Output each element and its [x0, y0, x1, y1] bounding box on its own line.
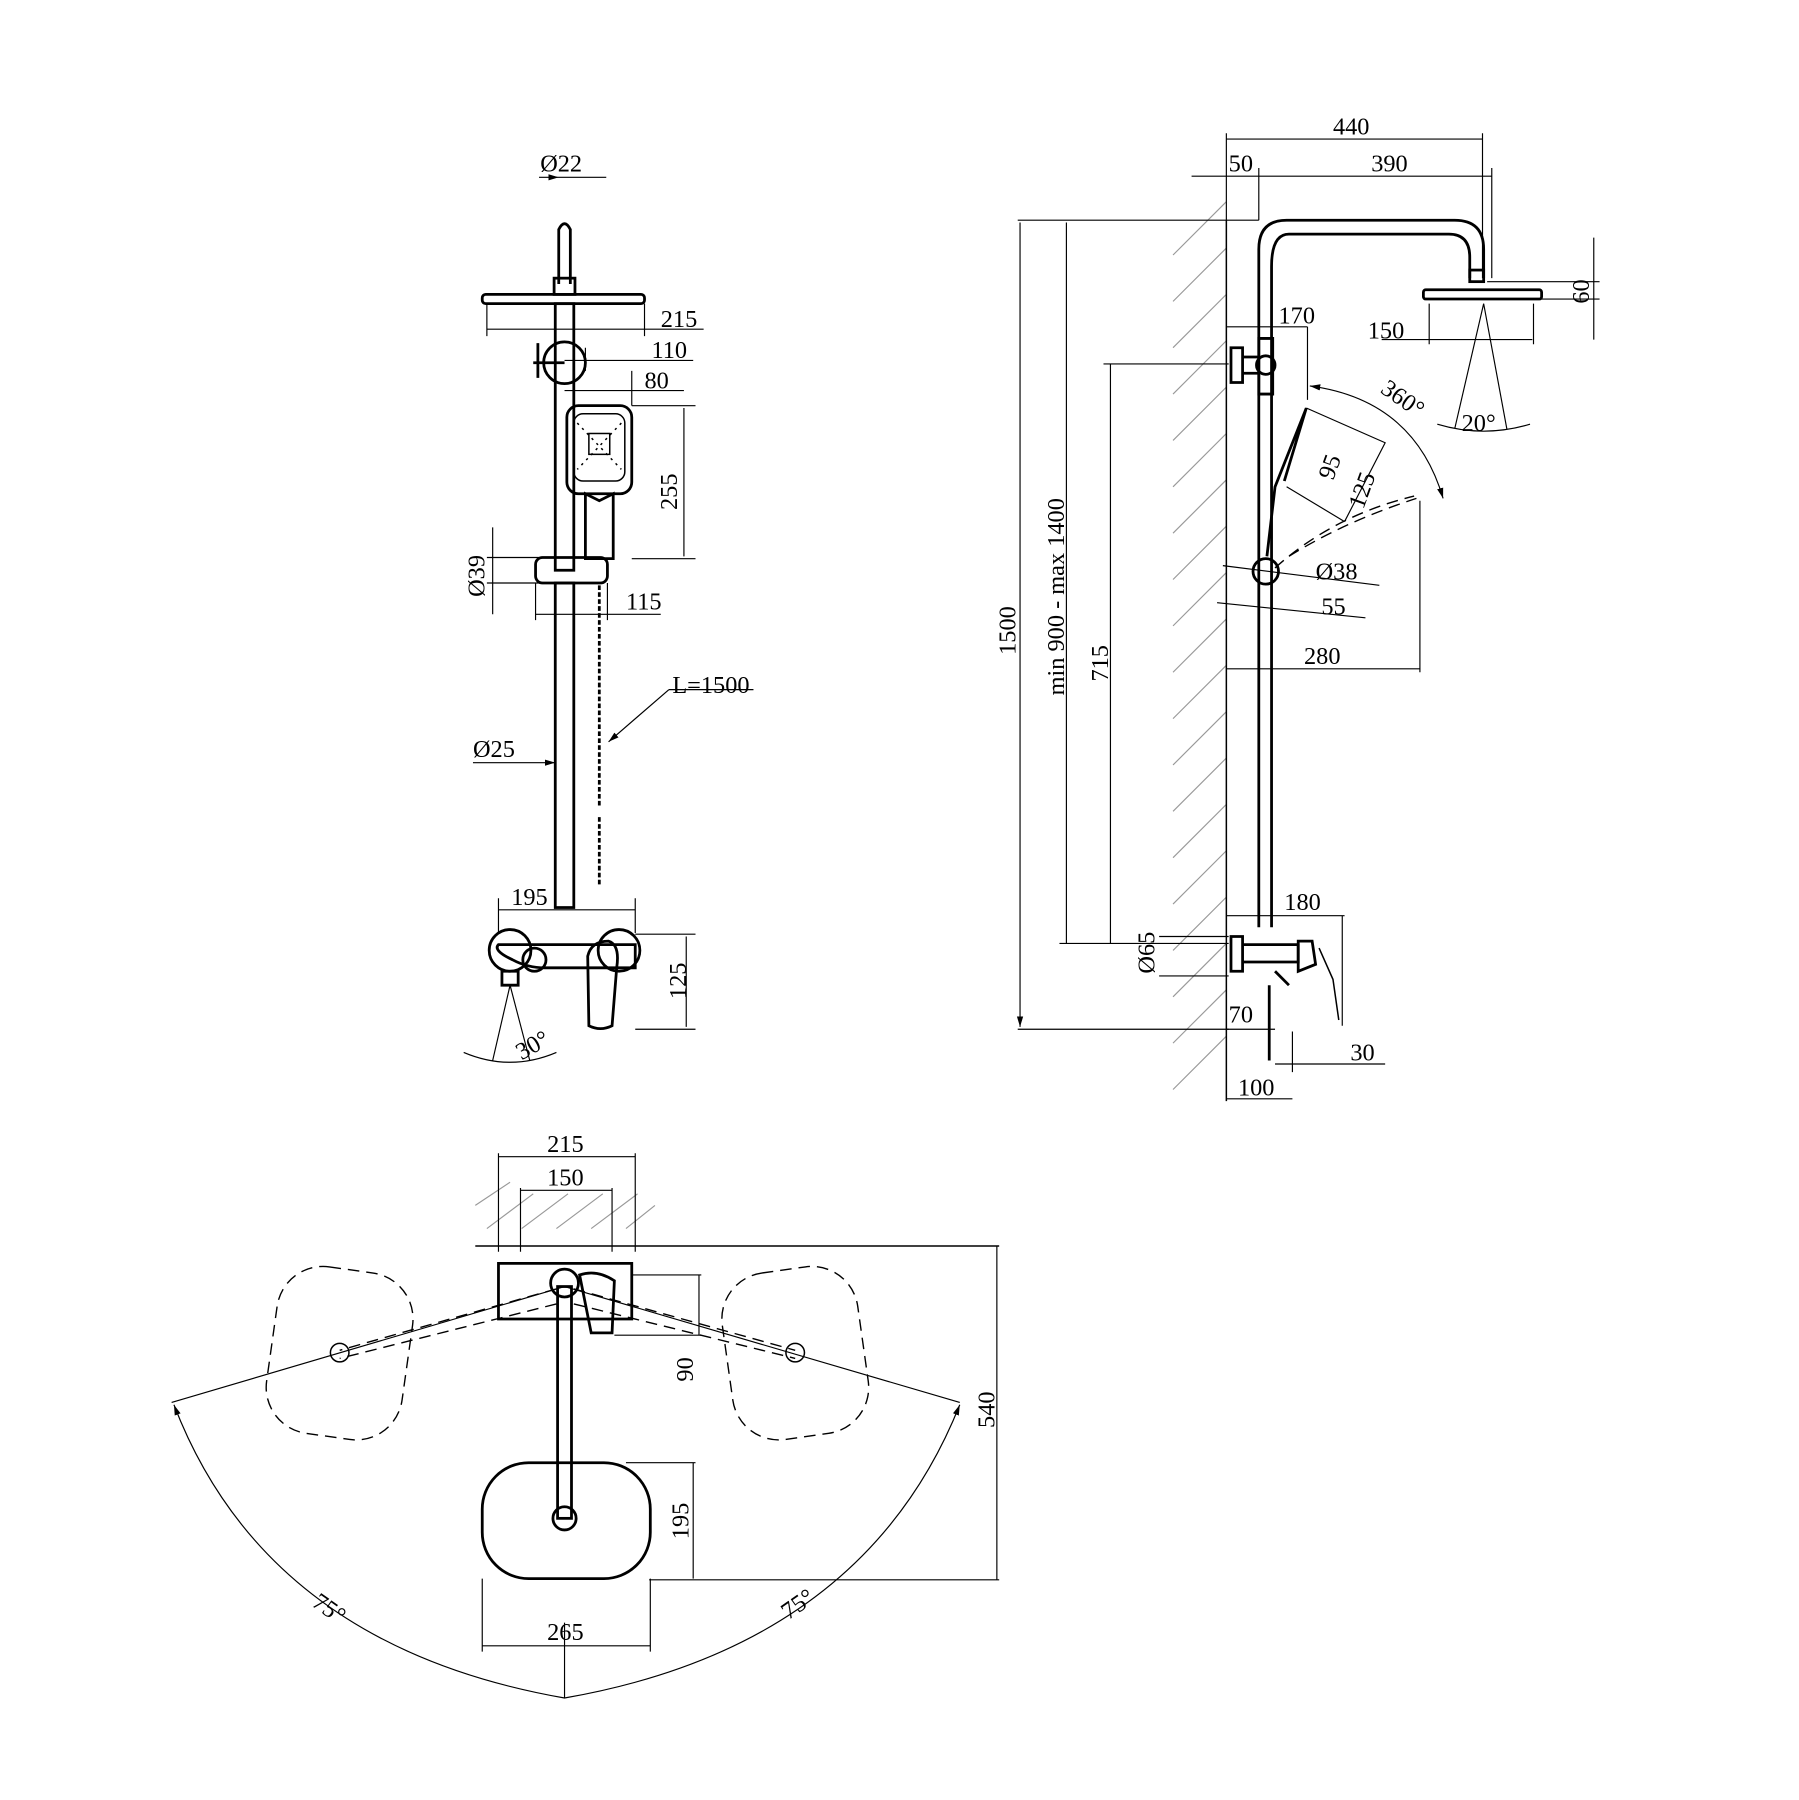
- label-mixer-projection: 180: [1284, 889, 1321, 916]
- label-hand-reach: 280: [1304, 643, 1340, 670]
- label-escutcheon-diameter: Ø65: [1133, 932, 1160, 974]
- label-bracket-projection: 170: [1279, 302, 1315, 329]
- front-view: [463, 177, 754, 1063]
- upper-bracket: [1229, 337, 1275, 396]
- dimension-labels: Ø22 215 110 80 255 Ø39 115 L=1500 Ø25 19…: [307, 113, 1595, 1646]
- label-wall-offset: 50: [1229, 151, 1253, 178]
- label-top-head-width: 215: [547, 1131, 584, 1158]
- label-mixer-height: 125: [665, 963, 692, 1000]
- label-height-range: min 900 - max 1400: [1043, 498, 1070, 695]
- mixer-lever: [586, 939, 619, 1031]
- top-view: [171, 1153, 1000, 1699]
- head-arm: [557, 222, 572, 284]
- hand-shower-handle: [584, 491, 615, 561]
- label-head-width-plan: 265: [547, 1619, 584, 1646]
- swing-left-head: [265, 1265, 414, 1441]
- label-slider-diameter: Ø38: [1316, 559, 1358, 586]
- swing-right-head: [721, 1265, 870, 1441]
- label-hand-face-inner: 95: [1313, 451, 1347, 483]
- head-connector: [552, 276, 577, 296]
- label-holder-diameter: Ø39: [464, 555, 491, 597]
- label-head-height: 60: [1568, 279, 1595, 303]
- label-top-mixer-depth: 90: [672, 1357, 699, 1381]
- label-diverter-offset: 110: [651, 337, 687, 364]
- label-bracket-spacing: 715: [1087, 645, 1114, 682]
- label-swing-left: 75°: [307, 1588, 350, 1630]
- label-rail-diameter: Ø25: [473, 736, 515, 763]
- spout-outlet: [500, 969, 520, 987]
- label-hand-shower-length: 255: [656, 473, 683, 510]
- side-mixer: [1229, 935, 1300, 973]
- label-hand-face-outer: 125: [1343, 468, 1381, 512]
- top-rain-head: [480, 1461, 652, 1581]
- label-rain-head-width: 215: [661, 306, 698, 333]
- label-head-diameter: 150: [1368, 317, 1404, 344]
- rain-head: [480, 293, 646, 306]
- label-mixer-width: 195: [511, 884, 548, 911]
- label-total-depth: 540: [974, 1391, 1001, 1428]
- lower-rail: [553, 581, 576, 909]
- label-slider-offset: 55: [1321, 593, 1345, 620]
- label-spout-drop: 70: [1229, 1001, 1253, 1028]
- label-spout-angle: 30°: [511, 1025, 554, 1065]
- top-mixer: [497, 1261, 634, 1321]
- side-slider: [1251, 557, 1280, 586]
- side-rain-head: [1421, 288, 1544, 301]
- label-eccentric-spacing: 150: [547, 1165, 584, 1192]
- label-head-pipe-diameter: Ø22: [540, 151, 582, 178]
- wall-hatch: [1172, 201, 1227, 1090]
- label-total-height: 1500: [994, 606, 1021, 655]
- label-mixer-depth: 100: [1238, 1074, 1274, 1101]
- hand-shower-head: [565, 404, 634, 496]
- label-spout-offset: 30: [1350, 1040, 1374, 1067]
- side-hand-shower: [1265, 407, 1308, 557]
- label-hand-rotation: 360°: [1376, 375, 1429, 424]
- side-view: [1018, 133, 1600, 1102]
- top-lever: [577, 1271, 616, 1335]
- label-head-depth: 195: [668, 1503, 695, 1540]
- label-hand-shower-offset: 80: [645, 367, 669, 394]
- top-arm: [556, 1285, 573, 1520]
- mixer-body: [495, 943, 637, 970]
- label-spray-angle: 20°: [1462, 410, 1496, 437]
- label-arm-length: 390: [1371, 151, 1407, 178]
- label-hose-length: L=1500: [672, 672, 749, 699]
- label-total-projection: 440: [1333, 113, 1370, 140]
- label-holder-offset: 115: [626, 589, 662, 616]
